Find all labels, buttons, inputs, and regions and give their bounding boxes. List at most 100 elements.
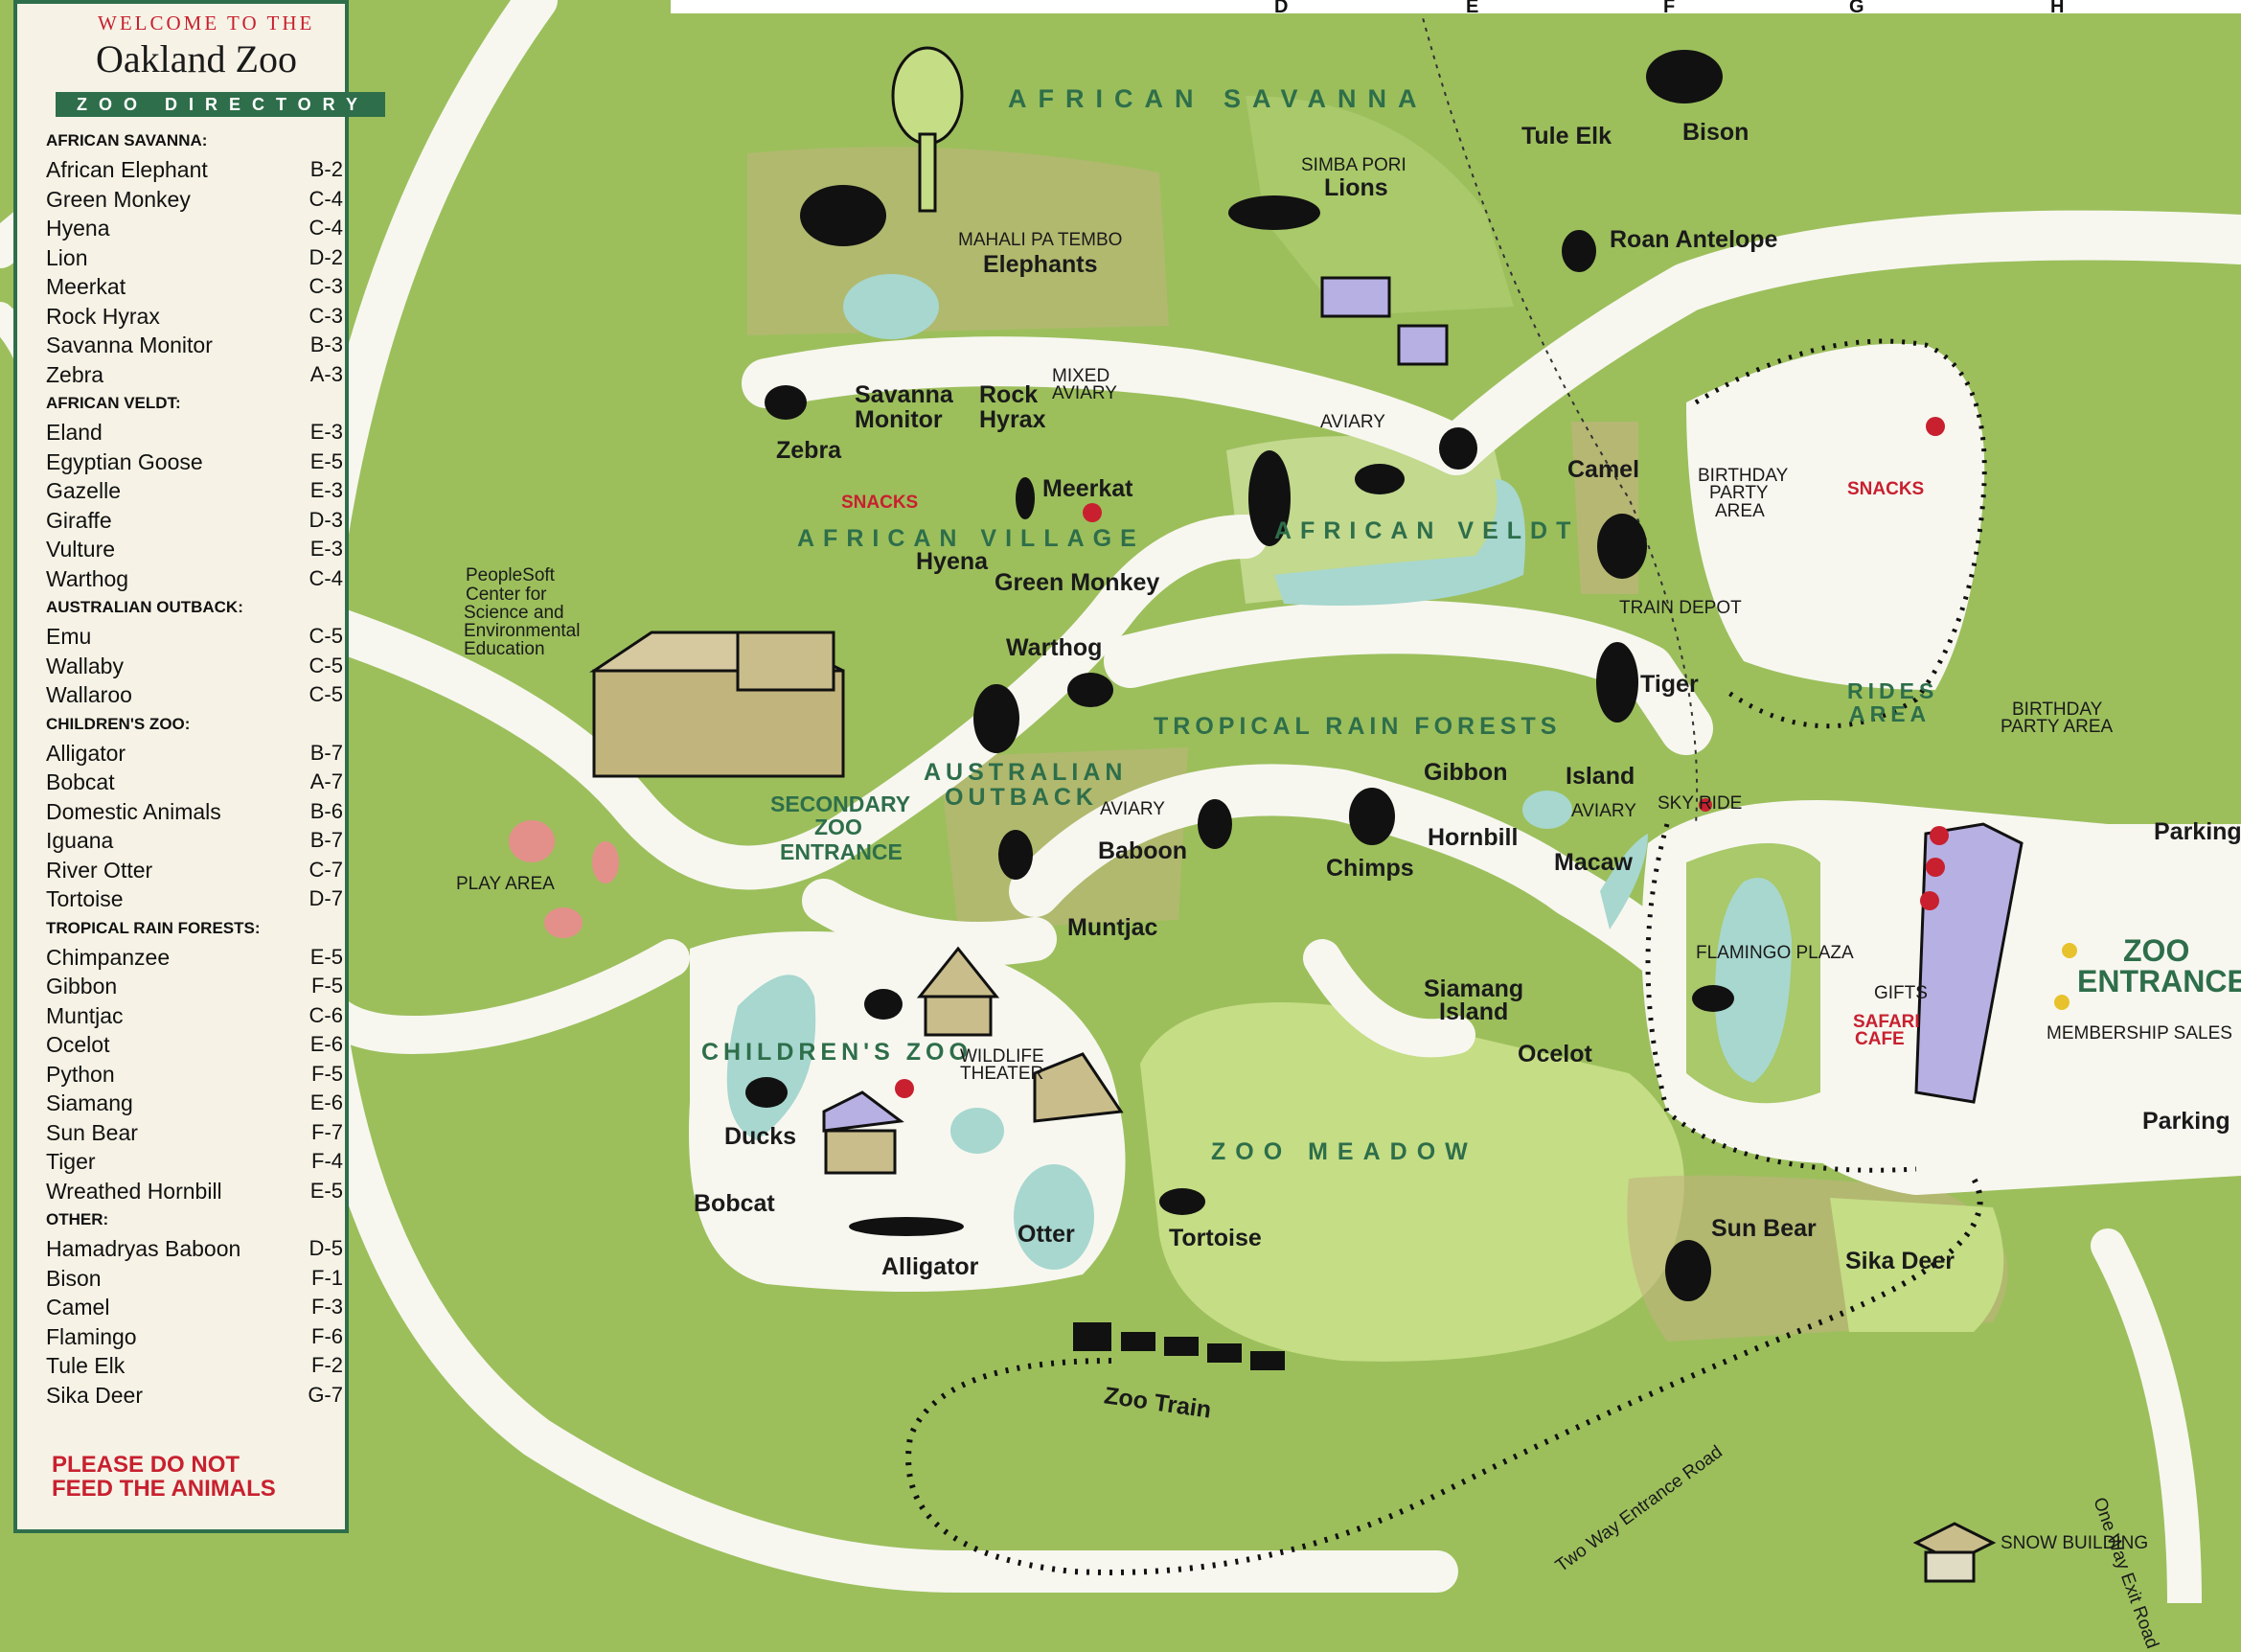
- directory-entry: Gazelle E-3: [46, 476, 353, 506]
- directory-entry-label: Bison: [46, 1265, 102, 1291]
- label-zoo-entrance-2: ENTRANCE: [2077, 964, 2241, 998]
- label-siamang-island-2: Island: [1439, 998, 1509, 1025]
- label-aviary-outback: AVIARY: [1100, 799, 1165, 819]
- directory-entry-grid-code: B-7: [309, 828, 343, 852]
- grid-letter-h: H: [2050, 0, 2065, 17]
- label-birthday-party-right-2: PARTY AREA: [2001, 717, 2114, 737]
- zone-rides-area-2: AREA: [1849, 701, 1932, 726]
- label-camel: Camel: [1567, 456, 1640, 483]
- sky-ride-station-icon: [1699, 798, 1712, 812]
- sun-bear-icon: [1665, 1240, 1711, 1301]
- vulture-icon: [1439, 427, 1477, 470]
- directory-entry-label: Rock Hyrax: [46, 303, 160, 329]
- directory-entry-grid-code: C-6: [309, 1002, 343, 1027]
- feeding-warning: PLEASE DO NOT FEED THE ANIMALS: [52, 1453, 276, 1501]
- directory-entry-grid-code: E-6: [309, 1090, 343, 1114]
- flamingo-icon: [1692, 985, 1734, 1012]
- directory-entry-grid-code: E-6: [309, 1032, 343, 1056]
- label-peoplesoft-2: Center for: [466, 585, 547, 605]
- label-simba-pori: SIMBA PORI: [1301, 155, 1406, 175]
- phone-icon: [1930, 826, 1949, 845]
- label-tule-elk: Tule Elk: [1521, 123, 1612, 149]
- zone-australian-outback-1: AUSTRALIAN: [924, 759, 1128, 786]
- directory-entry-label: Giraffe: [46, 507, 112, 533]
- directory-entry-grid-code: D-5: [309, 1236, 343, 1260]
- zone-childrens-zoo: CHILDREN'S ZOO: [701, 1039, 972, 1066]
- directory-entry-label: Tortoise: [46, 886, 124, 911]
- directory-entry-label: Tiger: [46, 1149, 96, 1174]
- camel-icon: [1597, 514, 1647, 579]
- lion-area: [1246, 96, 1514, 316]
- childrens-zoo-buildings-icon: [822, 946, 1124, 1175]
- label-muntjac: Muntjac: [1067, 914, 1158, 941]
- label-macaw: Macaw: [1554, 849, 1633, 876]
- tiger-icon: [1596, 642, 1638, 723]
- label-peoplesoft-4: Environmental: [464, 621, 581, 641]
- directory-section-heading: TROPICAL RAIN FORESTS:: [46, 918, 261, 937]
- label-hornbill: Hornbill: [1428, 824, 1519, 851]
- directory-entry-grid-code: E-5: [309, 448, 343, 473]
- label-zebra: Zebra: [776, 437, 842, 464]
- directory-entry-grid-code: D-3: [309, 507, 343, 532]
- zone-zoo-meadow: ZOO MEADOW: [1211, 1138, 1477, 1165]
- label-tortoise: Tortoise: [1169, 1225, 1262, 1251]
- directory-entry-label: Eland: [46, 420, 103, 445]
- directory-entry-label: Gibbon: [46, 974, 118, 998]
- train-track: [905, 1177, 1983, 1575]
- grid-letter-f: F: [1663, 0, 1676, 17]
- play-hippo-icon: [544, 907, 583, 938]
- lion-huts-icon: [1320, 276, 1449, 366]
- peoplesoft-building-icon: [589, 631, 845, 778]
- grid-letter-e: E: [1466, 0, 1479, 17]
- label-secondary-entrance-3: ENTRANCE: [780, 839, 903, 864]
- directory-entry-grid-code: G-7: [308, 1382, 343, 1407]
- play-giraffe-icon: [592, 841, 619, 883]
- directory-entry-grid-code: F-6: [311, 1323, 343, 1348]
- restroom-childrens-zoo-icon: [895, 1079, 914, 1098]
- directory-entry-grid-code: A-3: [309, 361, 343, 386]
- play-elephant-icon: [509, 820, 555, 862]
- label-hyena: Hyena: [916, 548, 989, 575]
- directory-entry-grid-code: E-3: [309, 478, 343, 502]
- warning-line-2: FEED THE ANIMALS: [52, 1476, 276, 1502]
- elephant-icon: [800, 185, 886, 246]
- directory-welcome: WELCOME TO THE: [98, 11, 315, 34]
- sky-ride-line: [1417, 0, 1699, 825]
- label-peoplesoft-5: Education: [464, 639, 545, 659]
- directory-entry-label: Alligator: [46, 740, 126, 766]
- directory-entry-label: Chimpanzee: [46, 944, 171, 970]
- directory-entry-label: Lion: [46, 244, 88, 270]
- directory-entry-label: Gazelle: [46, 478, 121, 503]
- directory-entry-label: Bobcat: [46, 769, 115, 794]
- snow-building-icon: [1912, 1522, 1997, 1583]
- duck-icon: [745, 1077, 788, 1108]
- label-ocelot: Ocelot: [1518, 1041, 1592, 1067]
- directory-entry-grid-code: C-4: [309, 216, 343, 240]
- warning-line-1: PLEASE DO NOT: [52, 1452, 240, 1478]
- directory-entry-grid-code: F-7: [311, 1119, 343, 1144]
- giraffe-icon: [1248, 450, 1291, 546]
- directory-entry-grid-code: C-5: [309, 624, 343, 648]
- zone-rides-area-1: RIDES: [1847, 678, 1939, 703]
- directory-entry-label: Python: [46, 1061, 115, 1087]
- label-safari-cafe-1: SAFARI: [1853, 1012, 1920, 1032]
- first-aid-icon: [1926, 858, 1945, 877]
